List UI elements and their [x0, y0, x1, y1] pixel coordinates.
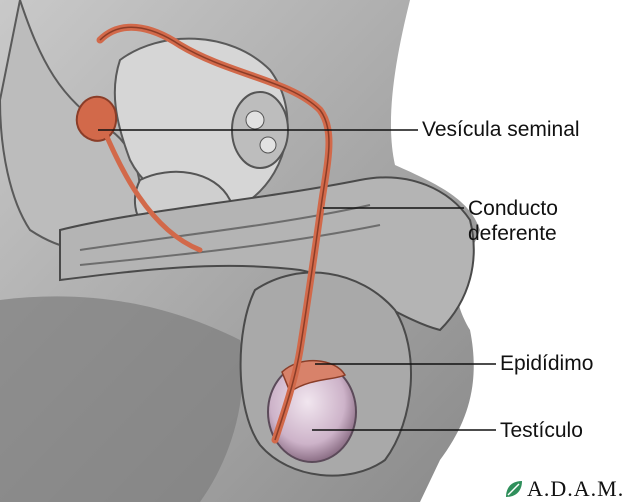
adam-leaf-icon — [504, 479, 524, 499]
label-epididymis: Epidídimo — [500, 351, 593, 376]
adam-logo: A.D.A.M. — [504, 476, 624, 502]
label-seminal-vesicle: Vesícula seminal — [422, 117, 580, 142]
thigh-shadow — [0, 296, 243, 502]
label-vas-deferens: Conducto deferente — [468, 196, 558, 246]
label-testicle: Testículo — [500, 418, 583, 443]
adam-logo-text: A.D.A.M. — [527, 476, 624, 502]
seminal-vesicle — [77, 97, 116, 141]
